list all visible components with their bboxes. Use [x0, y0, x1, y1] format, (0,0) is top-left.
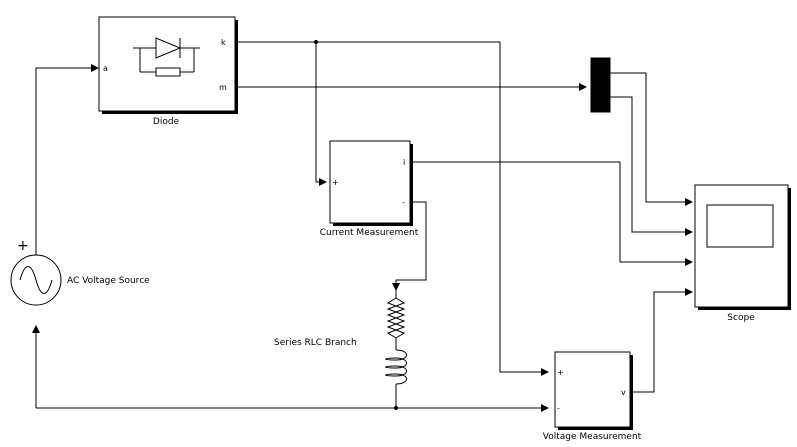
current-port-plus: + [332, 178, 339, 187]
junction-dot-bottom [394, 406, 398, 410]
voltage-measurement-label: Voltage Measurement [543, 432, 642, 442]
current-measurement-label: Current Measurement [320, 228, 419, 238]
current-measurement-block[interactable]: + - i [329, 140, 413, 226]
ac-source-plus-sign: + [17, 238, 29, 254]
resistor-icon-2 [386, 297, 406, 339]
ac-voltage-source-block[interactable]: + [10, 238, 62, 306]
mux-block[interactable] [590, 57, 611, 113]
current-port-i: i [403, 158, 405, 167]
inductor-icon [385, 349, 407, 385]
ac-source-label: AC Voltage Source [67, 276, 150, 286]
junction-dot [314, 40, 318, 44]
wire-k-to-current-plus[interactable] [315, 42, 327, 186]
scope-screen-icon [706, 204, 774, 248]
diode-icon [133, 37, 200, 77]
rlc-branch-label: Series RLC Branch [274, 338, 357, 348]
voltage-port-plus: + [557, 368, 564, 377]
wire-current-to-rlc[interactable] [392, 201, 427, 291]
diode-label: Diode [153, 117, 180, 127]
diode-block[interactable]: a k m [98, 16, 238, 114]
diode-port-a: a [103, 64, 108, 73]
diode-port-m: m [219, 83, 227, 92]
wire-k-to-voltmeter-plus[interactable] [236, 41, 549, 376]
voltage-measurement-block[interactable]: + - v [554, 351, 633, 430]
current-port-minus: - [402, 198, 405, 207]
scope-label: Scope [727, 313, 755, 323]
wire-source-to-diode[interactable] [35, 64, 99, 255]
diode-port-k: k [221, 38, 226, 47]
scope-block[interactable] [694, 184, 791, 310]
voltage-port-v: v [621, 388, 626, 397]
wire-current-to-scope[interactable] [410, 161, 693, 266]
voltage-port-minus: - [557, 404, 560, 413]
series-rlc-branch-block[interactable] [385, 290, 407, 390]
wire-mux-to-scope-2[interactable] [610, 96, 693, 236]
wire-voltage-to-scope[interactable] [630, 288, 693, 393]
wire-mux-to-scope-1[interactable] [610, 72, 693, 206]
sine-wave-icon [19, 266, 53, 294]
